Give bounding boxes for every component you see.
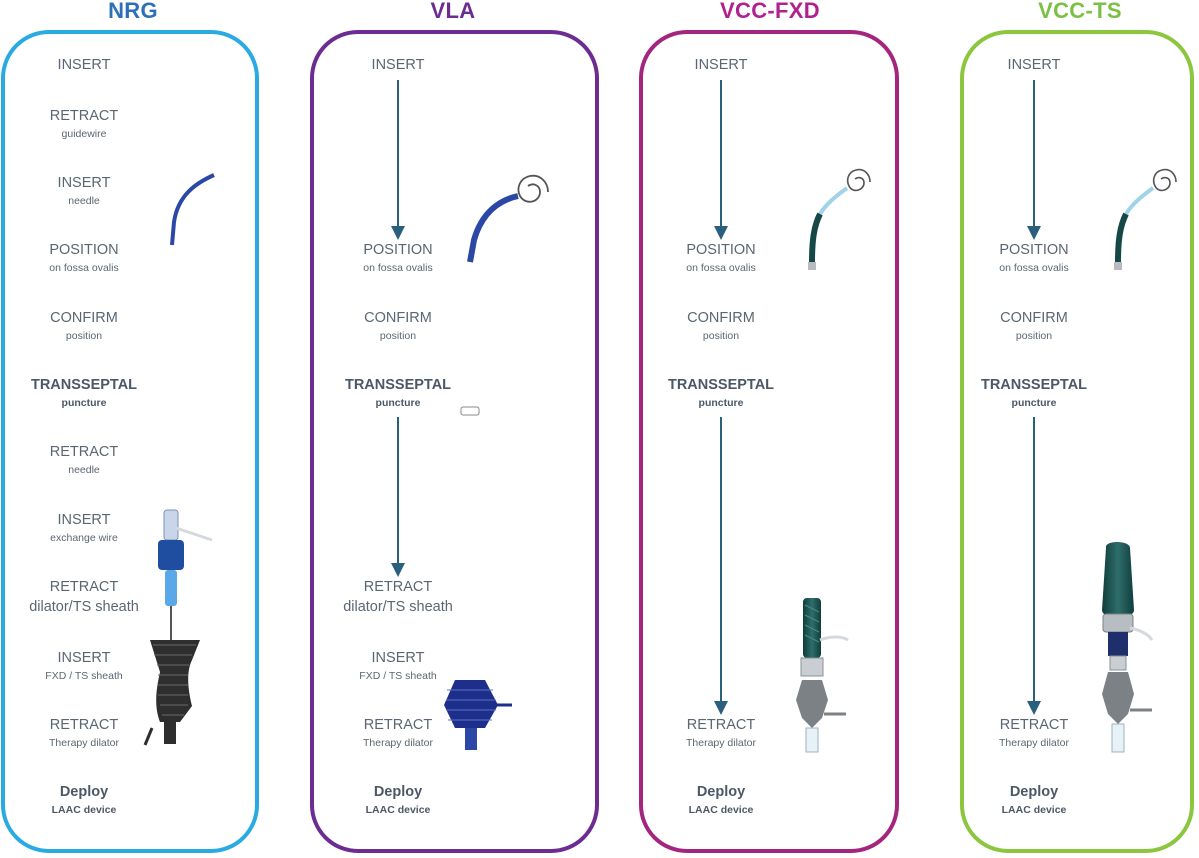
vcc-fxd-step-insert: INSERT — [694, 57, 748, 73]
vcc-ts-step-insert: INSERT — [1007, 57, 1061, 73]
panel-vcc-fxd — [639, 30, 899, 853]
vcc-ts-device-illustration — [1102, 168, 1177, 753]
panel-nrg — [1, 30, 259, 853]
column-title-vla: VLA — [430, 0, 476, 23]
panel-vcc-ts — [960, 30, 1194, 853]
column-title-nrg: NRG — [108, 0, 158, 23]
vla-step-insert: INSERT — [371, 57, 425, 73]
vla-device-illustration — [444, 174, 549, 750]
vcc-fxd-device-illustration — [796, 168, 871, 753]
nrg-device-illustration — [143, 173, 215, 746]
panel-vla — [310, 30, 599, 853]
nrg-step-insert: INSERT — [57, 57, 111, 73]
column-title-vcc-fxd: VCC-FXD — [720, 0, 820, 23]
column-title-vcc-ts: VCC-TS — [1038, 0, 1122, 23]
